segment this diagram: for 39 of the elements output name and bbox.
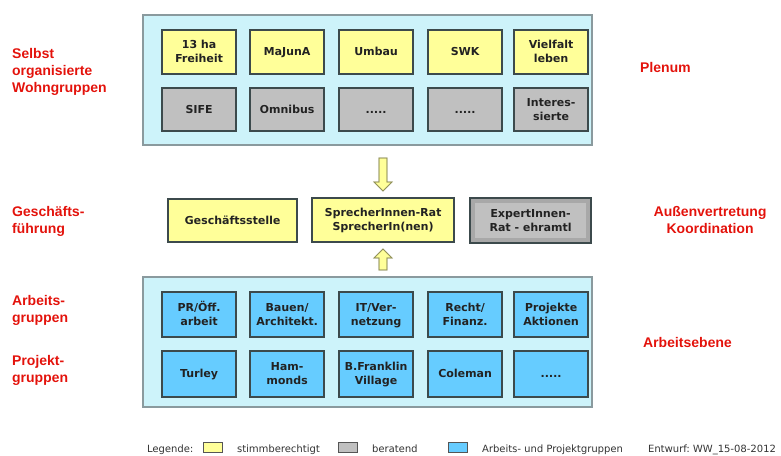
group-box: Geschäftsstelle <box>167 198 298 243</box>
group-box: Interes- sierte <box>513 87 589 132</box>
group-box: Coleman <box>427 350 503 398</box>
section-label: Arbeitsebene <box>643 334 733 351</box>
group-box: Umbau <box>338 29 414 75</box>
group-box: Turley <box>161 350 237 398</box>
group-box: Ham- monds <box>249 350 325 398</box>
block-arrow <box>372 248 394 270</box>
draft-note: Entwurf: WW_15-08-2012 <box>648 444 776 455</box>
section-label: Außenvertretung Koordination <box>652 203 768 237</box>
section-label: Geschäfts- führung <box>12 203 86 237</box>
group-panel <box>142 14 593 146</box>
group-box: 13 ha Freiheit <box>161 29 237 75</box>
group-box: SIFE <box>161 87 237 132</box>
group-box: Recht/ Finanz. <box>427 291 503 338</box>
group-box: SWK <box>427 29 503 75</box>
block-arrow <box>372 158 394 192</box>
group-box: ..... <box>513 350 589 398</box>
group-box: B.Franklin Village <box>338 350 414 398</box>
group-box: ExpertInnen- Rat - ehramtl <box>469 197 592 244</box>
legend-text: beratend <box>372 444 418 455</box>
section-label: Selbst organisierte Wohngruppen <box>12 45 108 96</box>
group-box: IT/Ver- netzung <box>338 291 414 338</box>
group-box: SprecherInnen-Rat SprecherIn(nen) <box>311 197 455 243</box>
group-box: ..... <box>427 87 503 132</box>
group-box: MaJunA <box>249 29 325 75</box>
legend-title: Legende: <box>147 444 194 455</box>
group-box: Bauen/ Architekt. <box>249 291 325 338</box>
group-box: ..... <box>338 87 414 132</box>
group-box: Omnibus <box>249 87 325 132</box>
legend-text: Arbeits- und Projektgruppen <box>482 444 623 455</box>
group-panel <box>142 276 593 408</box>
group-box: Projekte Aktionen <box>513 291 589 338</box>
section-label: Arbeits- gruppen <box>12 292 69 326</box>
section-label: Projekt- gruppen <box>12 352 69 386</box>
group-box: PR/Öff. arbeit <box>161 291 237 338</box>
legend-text: stimmberechtigt <box>237 444 320 455</box>
group-box: Vielfalt leben <box>513 29 589 75</box>
section-label: Plenum <box>640 59 692 76</box>
